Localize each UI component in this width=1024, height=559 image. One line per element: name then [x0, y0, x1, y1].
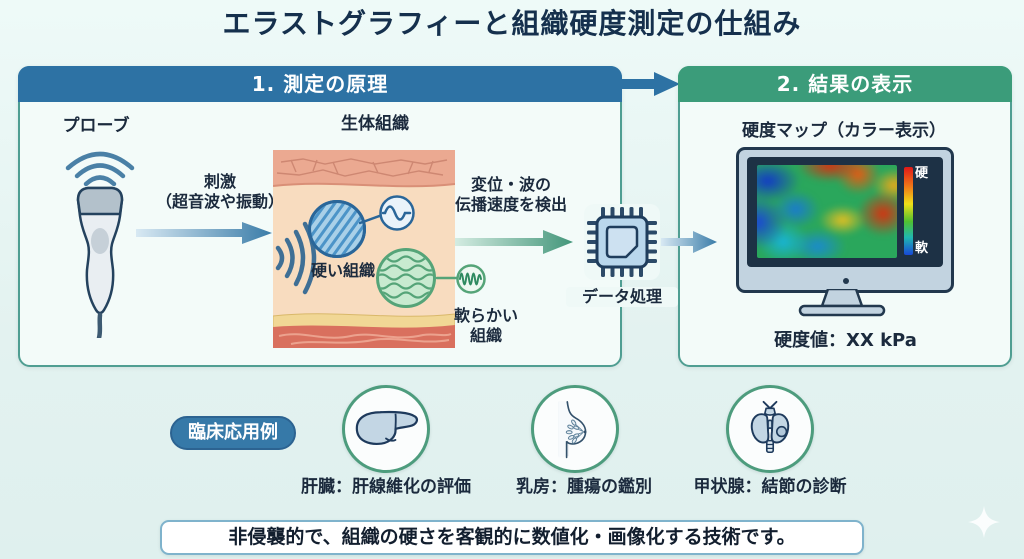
stimulus-subtitle: （超音波や振動）: [155, 192, 284, 211]
soft-tissue-label: 軟らかい 組織: [436, 306, 536, 346]
breast-icon: [558, 401, 587, 459]
liver-icon: [355, 410, 418, 445]
hardness-value-label: 硬度値：XX kPa: [774, 330, 917, 351]
ultrasound-probe-icon: [65, 151, 135, 338]
breast-application-circle: [531, 385, 619, 473]
hard-tissue-label: 硬い組織: [310, 261, 375, 280]
stimulus-label: 刺激 （超音波や振動）: [142, 172, 298, 212]
monitor-stand: [798, 289, 886, 317]
scale-soft-label: 軟: [915, 241, 929, 256]
detect-label: 変位・波の 伝播速度を検出: [443, 175, 579, 215]
tissue-label: 生体組織: [341, 114, 409, 134]
hard-tissue-icon: [308, 200, 366, 258]
sparkle-icon: [968, 506, 1000, 538]
detect-label-line2: 伝播速度を検出: [454, 195, 567, 214]
hardness-colorbar: [904, 167, 913, 255]
clinical-applications-badge: 臨床応用例: [170, 416, 296, 450]
liver-label: 肝臓：肝線維化の評価: [301, 477, 471, 497]
sound-waves-icon: [275, 221, 317, 295]
monitor-display: 硬 軟: [736, 147, 954, 293]
thyroid-icon: [750, 400, 790, 454]
panel1-header: 1. 測定の原理: [18, 66, 622, 102]
hardness-map-title: 硬度マップ（カラー表示）: [742, 121, 946, 141]
processing-label: データ処理: [566, 287, 678, 307]
panel2-header: 2. 結果の表示: [678, 66, 1012, 102]
scale-hard-label: 硬: [915, 166, 929, 181]
monitor-screen: 硬 軟: [747, 157, 943, 267]
slow-wave-icon: [379, 195, 415, 231]
soft-tissue-label-line2: 組織: [469, 326, 502, 345]
cpu-chip-icon: [584, 204, 660, 280]
elasticity-heatmap: [757, 165, 897, 258]
stimulus-arrow-icon: [136, 222, 272, 244]
probe-label: プローブ: [62, 116, 130, 136]
soft-tissue-icon: [376, 248, 436, 308]
stimulus-title: 刺激: [203, 172, 236, 191]
soft-tissue-connector: [436, 276, 458, 280]
breast-label: 乳房：腫瘍の鑑別: [516, 477, 652, 497]
heatmap-blobs: [757, 165, 897, 258]
to-result-arrow-icon: [661, 231, 717, 253]
detect-arrow-icon: [455, 230, 573, 254]
thyroid-application-circle: [726, 385, 814, 473]
thyroid-label: 甲状腺：結節の診断: [693, 477, 847, 497]
page-title: エラストグラフィーと組織硬度測定の仕組み: [222, 7, 802, 40]
detect-label-line1: 変位・波の: [470, 175, 551, 194]
monitor-camera-dot: [843, 278, 849, 284]
fast-wave-icon: [456, 264, 486, 294]
summary-banner: 非侵襲的で、組織の硬さを客観的に数値化・画像化する技術です。: [160, 520, 864, 555]
soft-tissue-label-line1: 軟らかい: [453, 306, 518, 325]
liver-application-circle: [342, 385, 430, 473]
panel-flow-arrow-icon: [614, 72, 680, 96]
